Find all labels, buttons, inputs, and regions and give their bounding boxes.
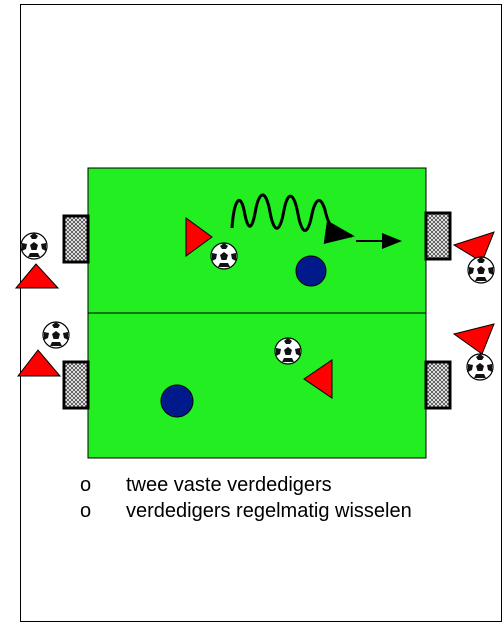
list-item: o verdedigers regelmatig wisselen — [80, 498, 412, 524]
triangle-marker-icon — [452, 231, 495, 263]
dribble-arrow-icon — [230, 193, 355, 245]
bullet-icon: o — [80, 474, 92, 496]
soccer-ball-icon — [467, 256, 495, 284]
list-item: o twee vaste verdedigers — [80, 472, 412, 498]
soccer-ball-icon — [466, 353, 494, 381]
note-text: verdedigers regelmatig wisselen — [126, 500, 412, 522]
pitch-bottom — [87, 312, 427, 459]
triangle-marker-icon — [303, 359, 333, 399]
soccer-ball-icon — [20, 232, 48, 260]
goal-net-icon — [424, 360, 452, 410]
page-frame — [20, 4, 502, 622]
soccer-ball-icon — [274, 337, 302, 365]
goal-net-icon — [62, 214, 90, 264]
soccer-ball-icon — [42, 321, 70, 349]
goal-net-icon — [424, 211, 452, 261]
triangle-marker-icon — [185, 217, 213, 257]
player-dot-icon — [160, 384, 194, 418]
bullet-icon: o — [80, 500, 92, 522]
goal-net-icon — [62, 360, 90, 410]
soccer-ball-icon — [210, 242, 238, 270]
triangle-marker-icon — [452, 323, 495, 355]
player-dot-icon — [295, 255, 327, 287]
triangle-marker-icon — [16, 349, 62, 377]
note-text: twee vaste verdedigers — [126, 474, 332, 496]
instruction-list: o twee vaste verdedigers o verdedigers r… — [80, 472, 412, 524]
triangle-marker-icon — [14, 263, 60, 289]
